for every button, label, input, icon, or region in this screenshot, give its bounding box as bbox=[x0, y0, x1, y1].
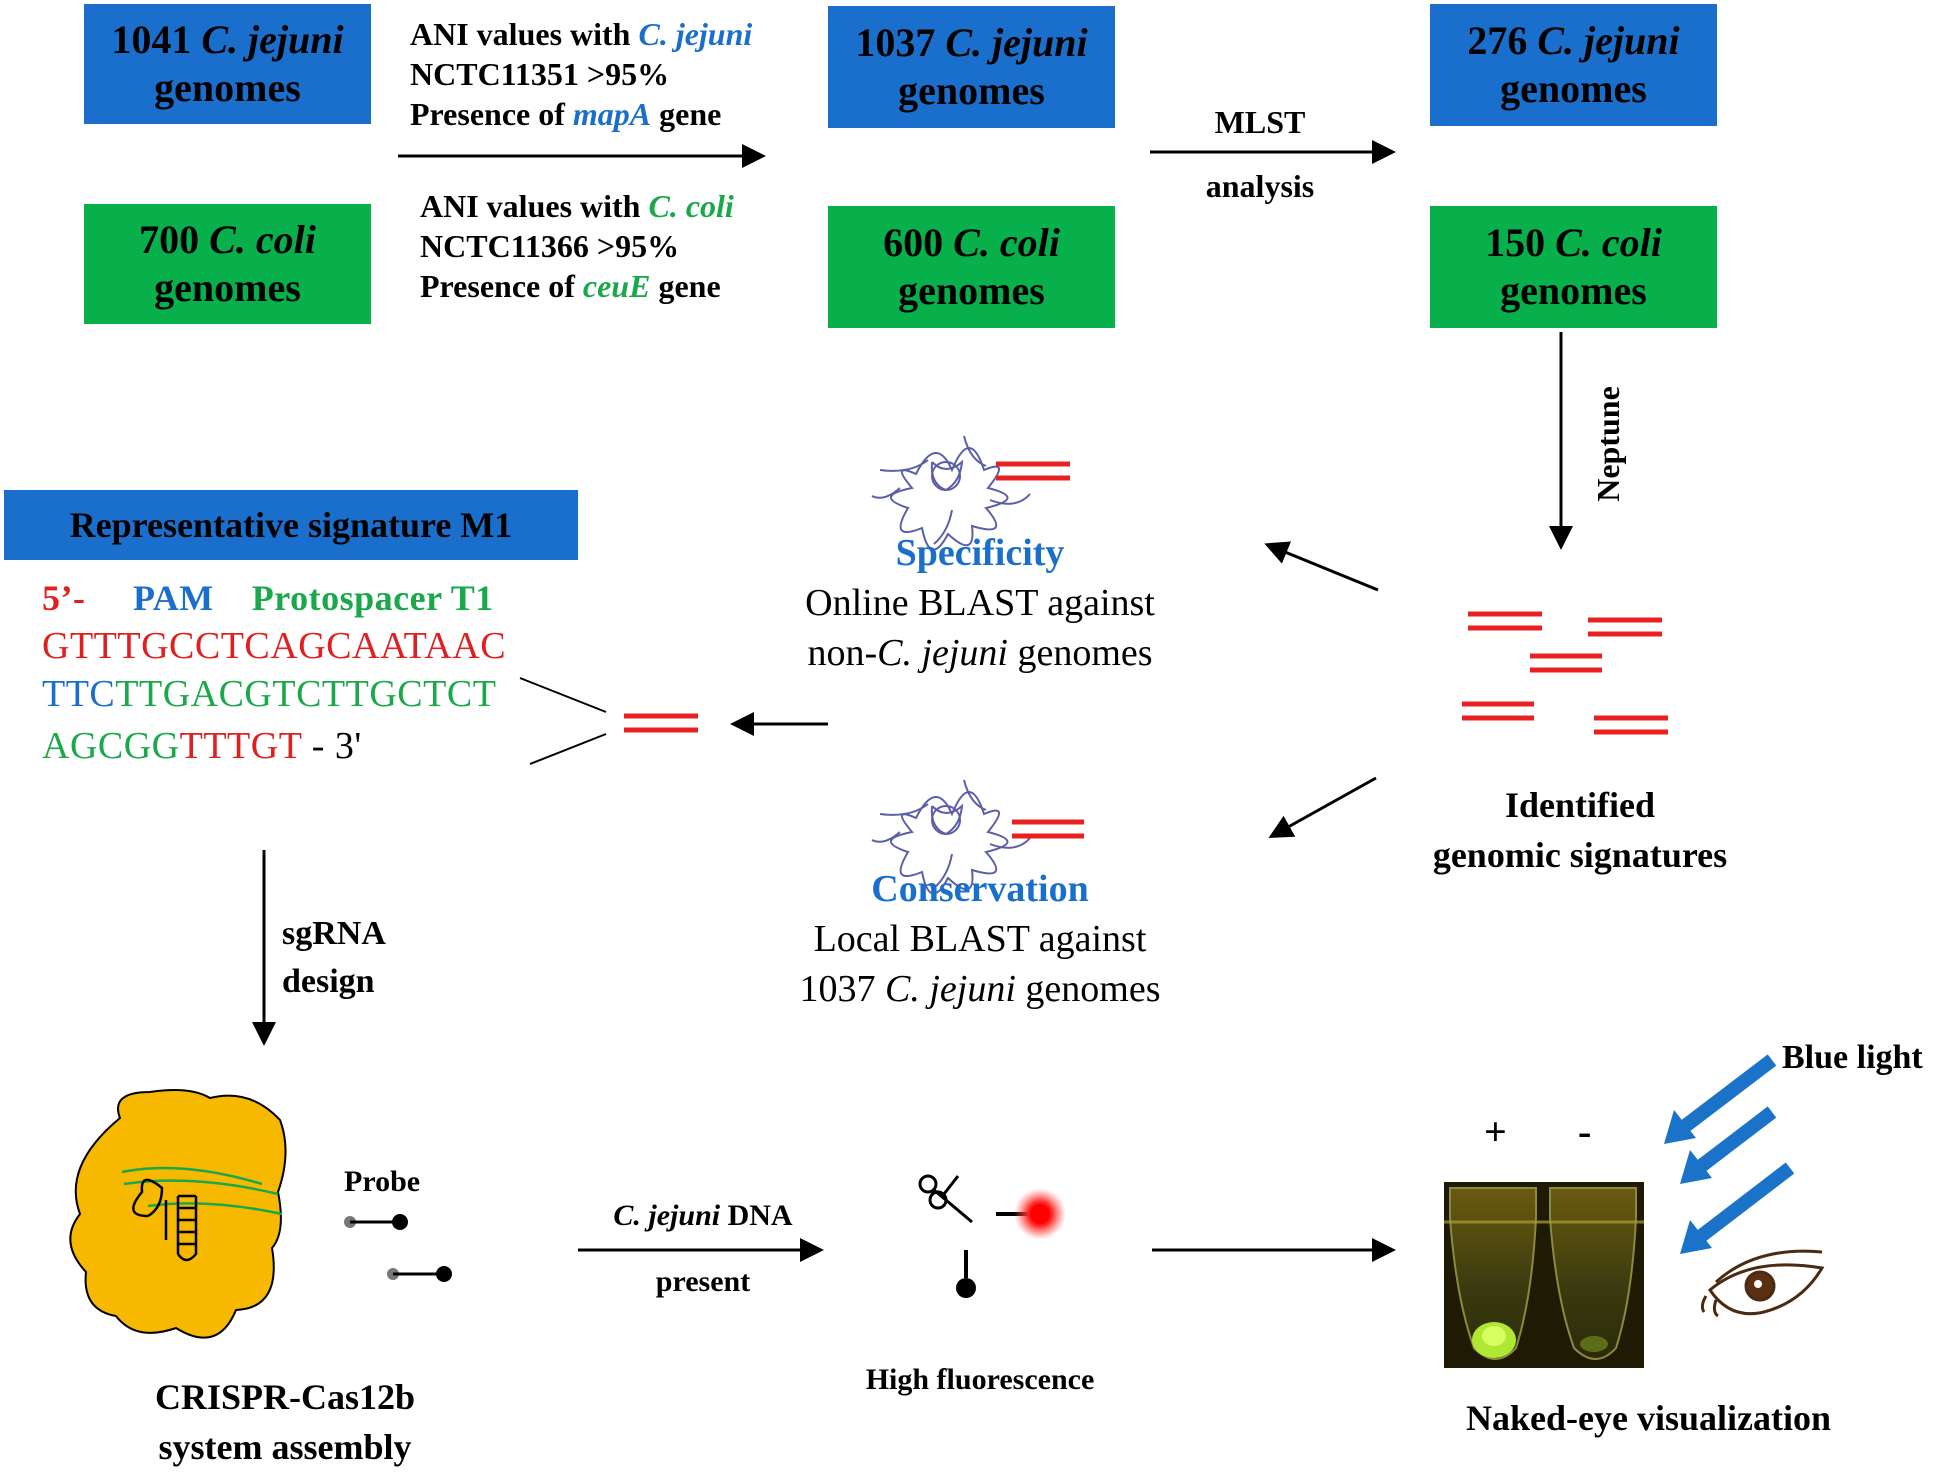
probe-icon bbox=[344, 1214, 452, 1282]
high-fluorescence-label: High fluorescence bbox=[865, 1363, 1095, 1396]
conservation-arrow bbox=[1268, 776, 1377, 838]
box-coli-start: 700 C. coli genomes bbox=[84, 204, 371, 324]
box-jejuni-mlst: 276 C. jejuni genomes bbox=[1430, 4, 1717, 126]
specificity-title: Specificity bbox=[895, 532, 1065, 574]
blue-light-label: Blue light bbox=[1782, 1039, 1923, 1076]
minus-sign: - bbox=[1578, 1109, 1592, 1154]
ani-jejuni-criteria: ANI values with C. jejuni NCTC11351 >95%… bbox=[410, 16, 753, 132]
box-jejuni-ani: 1037 C. jejuni genomes bbox=[828, 6, 1115, 128]
scissors-icon bbox=[918, 1174, 973, 1224]
specificity-arrow bbox=[1264, 541, 1379, 592]
conservation-block: Conservation Local BLAST against 1037 C.… bbox=[770, 864, 1190, 1014]
sgrna-design-label: sgRNA design bbox=[282, 915, 386, 1000]
identified-signatures-label: Identified genomic signatures bbox=[1432, 785, 1728, 875]
sequence-legend: 5’- PAM Protospacer T1 bbox=[42, 578, 494, 618]
zoom-line-top bbox=[519, 677, 607, 713]
ani-coli-criteria: ANI values with C. coli NCTC11366 >95% P… bbox=[420, 188, 734, 304]
sequence-line-2: TTCTTGACGTCTTGCTCT bbox=[42, 673, 497, 715]
box-coli-mlst: 150 C. coli genomes bbox=[1430, 206, 1717, 328]
genomic-signatures-icon bbox=[1462, 611, 1668, 735]
signature-icon bbox=[624, 713, 698, 733]
conservation-genome-icon bbox=[871, 779, 1031, 895]
dna-present-label: C. jejuni DNA bbox=[613, 1199, 793, 1232]
neptune-label: Neptune bbox=[1590, 386, 1626, 502]
specificity-signature-icon bbox=[996, 461, 1070, 481]
probe-label: Probe bbox=[344, 1165, 421, 1198]
zoom-line-bottom bbox=[529, 733, 607, 765]
conservation-signature-icon bbox=[1012, 819, 1084, 839]
box-jejuni-start: 1041 C. jejuni genomes bbox=[84, 4, 371, 124]
specificity-block: Specificity Online BLAST against non-C. … bbox=[770, 528, 1190, 678]
blue-light-arrows bbox=[1664, 1054, 1795, 1254]
naked-eye-label: Naked-eye visualization bbox=[1466, 1398, 1831, 1438]
sequence-line-1: GTTTGCCTCAGCAATAAC bbox=[42, 625, 507, 667]
mlst-label: MLST bbox=[1214, 104, 1306, 140]
sequence-line-3: AGCGGTTTGT - 3' bbox=[42, 725, 362, 767]
plus-sign: + bbox=[1484, 1109, 1507, 1154]
mlst-analysis-label: analysis bbox=[1205, 168, 1315, 204]
box-coli-ani: 600 C. coli genomes bbox=[828, 206, 1115, 328]
cas12b-complex-icon bbox=[69, 1089, 287, 1339]
crispr-assembly-label: CRISPR-Cas12b system assembly bbox=[154, 1377, 416, 1467]
cleaved-probe-icon bbox=[956, 1188, 1066, 1298]
specificity-genome-icon bbox=[871, 435, 1031, 551]
eye-icon bbox=[1700, 1249, 1825, 1318]
representative-signature-header: Representative signature M1 bbox=[4, 490, 578, 560]
conservation-title: Conservation bbox=[871, 868, 1089, 910]
dna-present-label-2: present bbox=[655, 1265, 751, 1298]
tubes-photo bbox=[1444, 1182, 1644, 1368]
